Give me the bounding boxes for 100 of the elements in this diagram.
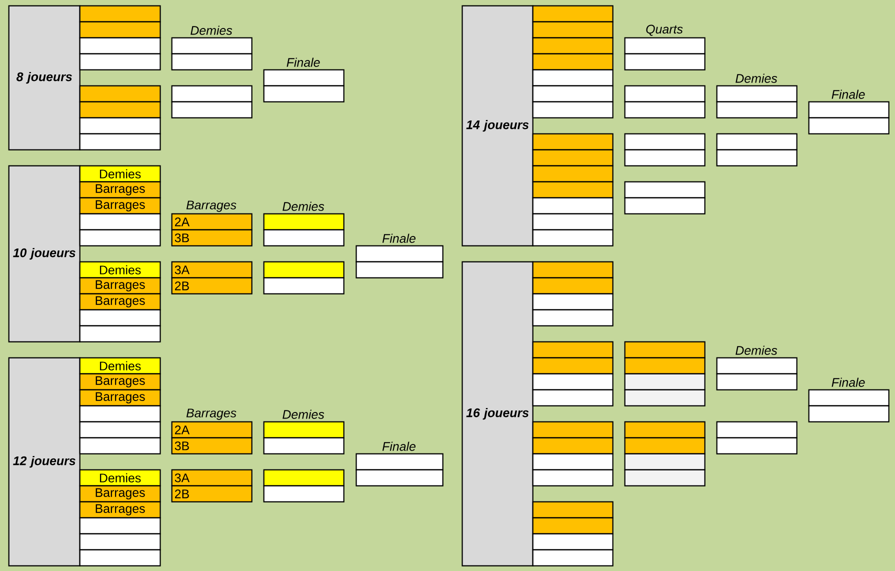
entry-field	[263, 485, 344, 502]
entry-field	[532, 5, 614, 22]
entry-field	[263, 421, 344, 438]
entry-field	[79, 21, 161, 38]
column-heading: Demies	[736, 346, 778, 355]
entry-field	[532, 437, 614, 454]
entry-field	[356, 245, 444, 262]
entry-field	[716, 357, 798, 374]
player-count-panel: 8 joueurs	[8, 5, 80, 150]
entry-field	[356, 261, 444, 278]
bracket-slot: Barrages	[79, 293, 161, 310]
entry-field	[263, 69, 344, 86]
entry-field	[532, 197, 614, 214]
column-heading: Finale	[832, 90, 865, 99]
entry-field	[808, 405, 890, 422]
entry-field	[532, 277, 614, 294]
player-count-panel: 16 joueurs	[462, 261, 534, 566]
entry-field	[356, 453, 444, 470]
column-heading: Finale	[382, 234, 416, 243]
entry-field	[263, 261, 344, 278]
entry-field	[532, 389, 614, 406]
column-heading: Barrages	[186, 408, 236, 420]
entry-field	[171, 53, 252, 70]
bracket-slot: Demies	[79, 165, 161, 182]
column-heading: Demies	[282, 410, 324, 419]
entry-field	[716, 437, 798, 454]
entry-field	[532, 53, 614, 70]
entry-field	[532, 85, 614, 102]
entry-field	[624, 37, 706, 54]
entry-field	[532, 453, 614, 470]
bracket-slot: Barrages	[79, 389, 161, 406]
column-heading: Barrages	[186, 200, 236, 212]
entry-field	[263, 213, 344, 230]
entry-field	[532, 533, 614, 550]
bracket-slot: Demies	[79, 261, 161, 278]
entry-field	[79, 437, 161, 454]
entry-field	[716, 373, 798, 390]
entry-field	[532, 181, 614, 198]
entry-field	[356, 469, 444, 486]
entry-field	[79, 101, 161, 118]
entry-field	[532, 133, 614, 150]
entry-field	[532, 149, 614, 166]
bracket-slot: Barrages	[79, 373, 161, 390]
column-heading: Demies	[282, 202, 324, 211]
bracket-slot: 2A	[171, 421, 252, 438]
entry-field	[532, 341, 614, 358]
entry-field	[624, 373, 706, 390]
entry-field	[171, 37, 252, 54]
entry-field	[79, 405, 161, 422]
entry-field	[808, 101, 890, 118]
entry-field	[716, 149, 798, 166]
player-count-panel: 12 joueurs	[8, 357, 80, 566]
entry-field	[532, 261, 614, 278]
entry-field	[624, 85, 706, 102]
entry-field	[532, 517, 614, 534]
entry-field	[532, 373, 614, 390]
entry-field	[171, 101, 252, 118]
bracket-slot: Barrages	[79, 501, 161, 518]
entry-field	[624, 357, 706, 374]
bracket-slot: 2B	[171, 485, 252, 502]
player-count-panel: 14 joueurs	[462, 5, 534, 246]
bracket-slot: Barrages	[79, 277, 161, 294]
entry-field	[624, 149, 706, 166]
entry-field	[532, 165, 614, 182]
entry-field	[532, 69, 614, 86]
entry-field	[716, 133, 798, 150]
entry-field	[624, 389, 706, 406]
bracket-slot: Barrages	[79, 485, 161, 502]
column-heading: Quarts	[646, 24, 683, 36]
entry-field	[624, 341, 706, 358]
entry-field	[532, 549, 614, 566]
entry-field	[624, 469, 706, 486]
bracket-slot: Barrages	[79, 181, 161, 198]
entry-field	[79, 213, 161, 230]
entry-field	[263, 277, 344, 294]
bracket-slot: 3B	[171, 229, 252, 246]
bracket-slot: 3A	[171, 469, 252, 486]
bracket-slot: Demies	[79, 469, 161, 486]
column-heading: Finale	[382, 442, 416, 451]
bracket-slot: 2B	[171, 277, 252, 294]
entry-field	[624, 101, 706, 118]
entry-field	[263, 229, 344, 246]
entry-field	[532, 37, 614, 54]
entry-field	[624, 133, 706, 150]
entry-field	[263, 437, 344, 454]
entry-field	[716, 85, 798, 102]
entry-field	[263, 469, 344, 486]
entry-field	[808, 389, 890, 406]
player-count-panel: 10 joueurs	[8, 165, 80, 342]
entry-field	[79, 549, 161, 566]
entry-field	[532, 469, 614, 486]
entry-field	[532, 229, 614, 246]
column-heading: Demies	[736, 74, 778, 83]
entry-field	[532, 309, 614, 326]
entry-field	[532, 421, 614, 438]
entry-field	[79, 325, 161, 342]
entry-field	[532, 293, 614, 310]
entry-field	[532, 501, 614, 518]
entry-field	[79, 117, 161, 134]
bracket-slot: Demies	[79, 357, 161, 374]
